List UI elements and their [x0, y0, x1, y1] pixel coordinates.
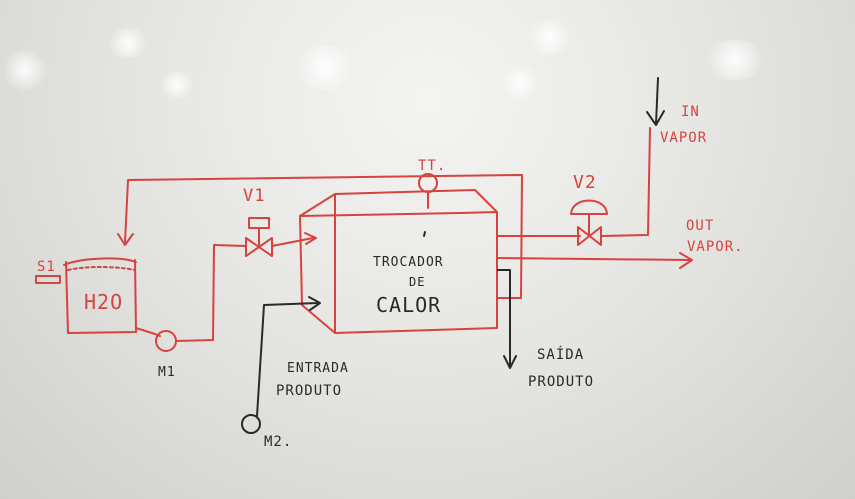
- steam-in-arrow: [655, 77, 659, 125]
- sensor-s1-label: S1: [37, 259, 56, 275]
- valve-v1-label: V1: [243, 186, 266, 206]
- ceiling-light-reflection: [105, 28, 151, 58]
- recirculation-line: [124, 174, 523, 299]
- steam-out-arrow: [679, 252, 693, 269]
- arrow-to-exchanger: [304, 232, 317, 245]
- water-tank: [63, 257, 137, 334]
- ceiling-light-reflection: [0, 50, 50, 90]
- entrada-produto-label-line1: ENTRADA: [287, 361, 349, 376]
- steam-in-arrowhead: [646, 110, 665, 126]
- out-vapor-label-line1: OUT: [686, 218, 715, 234]
- level-sensor: [35, 275, 61, 284]
- ceiling-light-reflection: [290, 45, 360, 90]
- pump-m1-symbol: [155, 330, 177, 352]
- pump-discharge-line: [175, 244, 247, 342]
- tt-label: TT.: [418, 158, 447, 174]
- product-inlet-arrowhead: [308, 296, 321, 311]
- pump-m2-symbol: [241, 414, 261, 434]
- tank-outlet-line: [135, 327, 161, 337]
- exchanger-label-line1: TROCADOR: [373, 255, 444, 270]
- ceiling-light-reflection: [700, 40, 770, 80]
- valve-v1-symbol: [245, 217, 273, 257]
- entrada-produto-label-line2: PRODUTO: [276, 383, 343, 399]
- saida-produto-label-line2: PRODUTO: [528, 374, 595, 390]
- product-inlet-line: [256, 302, 319, 417]
- saida-produto-label-line1: SAÍDA: [537, 347, 585, 363]
- line-to-exchanger: [271, 237, 314, 247]
- exchanger-label-line3: CALOR: [376, 293, 442, 317]
- ceiling-light-reflection: [525, 20, 575, 55]
- product-outlet-arrowhead: [503, 355, 517, 369]
- marker-dot: [423, 231, 426, 237]
- tank-label: H2O: [84, 290, 124, 314]
- arrow-into-tank: [117, 233, 134, 246]
- pump-m2-label: M2.: [264, 434, 293, 450]
- pump-m1-label: M1: [158, 365, 176, 380]
- valve-v2-label: V2: [573, 172, 597, 193]
- ceiling-light-reflection: [500, 65, 540, 100]
- ceiling-light-reflection: [160, 70, 194, 100]
- product-outlet-line: [497, 269, 511, 367]
- out-vapor-label-line2: VAPOR.: [687, 239, 744, 255]
- steam-inlet-line: [600, 127, 651, 237]
- valve-v2-symbol: [570, 199, 608, 246]
- exchanger-label-line2: DE: [409, 275, 426, 289]
- steam-outlet-line: [496, 257, 691, 261]
- in-vapor-label-line2: VAPOR: [660, 130, 708, 146]
- in-vapor-label-line1: IN: [681, 104, 700, 120]
